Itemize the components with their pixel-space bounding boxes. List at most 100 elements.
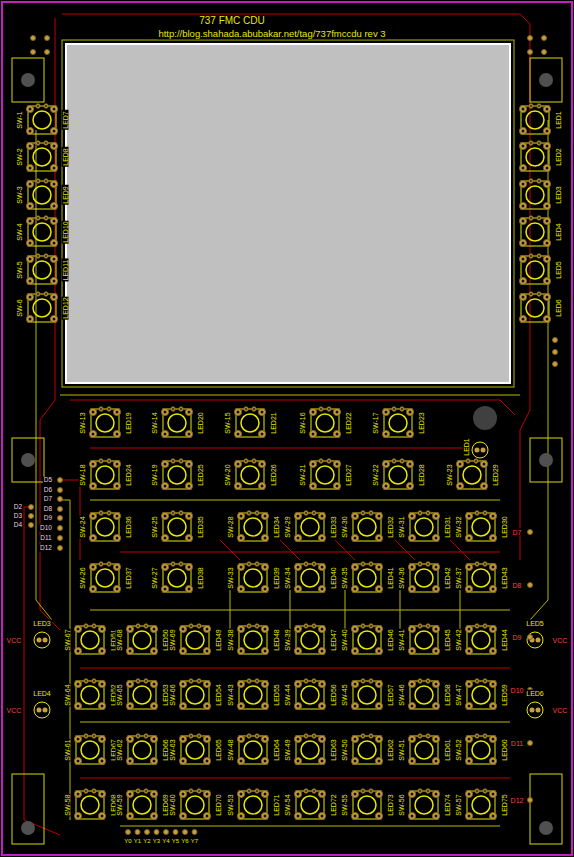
board-title: 737 FMC CDU <box>198 16 266 26</box>
switch-footprint <box>234 459 265 490</box>
led-ref: LED6 <box>525 690 545 697</box>
switch-footprint <box>465 679 496 710</box>
switch-footprint <box>237 562 268 593</box>
pin-name: D9 <box>512 634 523 641</box>
switch-footprint <box>26 292 57 323</box>
led-ref: LED69 <box>162 793 169 816</box>
switch-footprint <box>161 407 192 438</box>
switch-footprint <box>294 789 325 820</box>
switch-footprint <box>351 624 382 655</box>
switch-ref: SW-41 <box>398 628 405 651</box>
led-ref: LED12 <box>62 296 69 319</box>
switch-footprint <box>465 789 496 820</box>
led-ref: LED62 <box>387 738 394 761</box>
pin-name: D3 <box>13 513 23 520</box>
switch-ref: SW-19 <box>151 463 158 486</box>
switch-ref: SW-44 <box>284 683 291 706</box>
switch-footprint <box>294 624 325 655</box>
switch-ref: SW-64 <box>64 683 71 706</box>
switch-ref: SW-26 <box>79 566 86 589</box>
led-ref: LED44 <box>501 628 508 651</box>
switch-footprint <box>309 407 340 438</box>
led-ref: LED27 <box>345 463 352 486</box>
led-ref: LED56 <box>330 683 337 706</box>
led-ref: LED42 <box>444 566 451 589</box>
pin-name: D10 <box>510 687 525 694</box>
led-footprint <box>527 632 543 648</box>
pin-name: D2 <box>13 504 23 511</box>
led-ref: LED7 <box>62 110 69 130</box>
switch-ref: SW-69 <box>169 628 176 651</box>
header-pads <box>31 36 558 367</box>
led-ref: LED21 <box>270 411 277 434</box>
switch-ref: SW-42 <box>455 628 462 651</box>
switch-ref: SW-25 <box>151 515 158 538</box>
led-ref: LED5 <box>525 620 545 627</box>
switch-ref: SW-23 <box>446 463 453 486</box>
switch-ref: SW-38 <box>227 628 234 651</box>
switch-footprint <box>89 407 120 438</box>
switch-footprint <box>294 679 325 710</box>
switch-footprint <box>465 624 496 655</box>
switch-ref: SW-48 <box>227 738 234 761</box>
switch-ref: SW-67 <box>64 628 71 651</box>
led-ref: LED26 <box>270 463 277 486</box>
switch-ref: SW-3 <box>16 185 23 204</box>
switch-ref: SW-68 <box>116 628 123 651</box>
switch-footprint <box>294 511 325 542</box>
switch-ref: SW-43 <box>227 683 234 706</box>
switch-footprint <box>309 459 340 490</box>
pin-name: Y1 <box>133 838 142 844</box>
pin-name: Y0 <box>123 838 132 844</box>
led-ref: LED29 <box>492 463 499 486</box>
pin-name: D8 <box>512 582 523 589</box>
pin-pad <box>58 497 63 502</box>
led-ref: LED5 <box>555 260 562 280</box>
led-ref: LED59 <box>501 683 508 706</box>
switch-ref: SW-54 <box>284 793 291 816</box>
led-ref: LED30 <box>501 515 508 538</box>
switch-ref: SW-37 <box>455 566 462 589</box>
switch-footprint <box>161 511 192 542</box>
switch-ref: SW-51 <box>398 738 405 761</box>
switch-footprint <box>237 734 268 765</box>
switch-ref: SW-52 <box>455 738 462 761</box>
switch-footprint <box>519 254 550 285</box>
pin-pad <box>528 635 533 640</box>
switch-footprint <box>179 789 210 820</box>
led-ref: LED9 <box>62 185 69 205</box>
footprints <box>26 104 550 835</box>
switch-footprint <box>519 179 550 210</box>
led-ref: LED38 <box>197 566 204 589</box>
led-ref: LED55 <box>273 683 280 706</box>
switch-footprint <box>179 734 210 765</box>
switch-ref: SW-57 <box>455 793 462 816</box>
pin-name: Y3 <box>152 838 161 844</box>
switch-footprint <box>26 216 57 247</box>
led-ref: LED41 <box>387 566 394 589</box>
pin-pad <box>528 583 533 588</box>
switch-ref: SW-13 <box>79 411 86 434</box>
led-ref: LED8 <box>62 147 69 167</box>
switch-footprint <box>234 407 265 438</box>
switch-footprint <box>237 679 268 710</box>
led-ref: LED50 <box>162 628 169 651</box>
switch-footprint <box>408 562 439 593</box>
switch-footprint <box>89 562 120 593</box>
switch-ref: SW-53 <box>227 793 234 816</box>
pin-pad <box>58 526 63 531</box>
switch-footprint <box>519 104 550 135</box>
switch-footprint <box>74 789 105 820</box>
switch-ref: SW-5 <box>16 260 23 279</box>
traces <box>24 14 548 835</box>
switch-footprint <box>74 734 105 765</box>
switch-ref: SW-30 <box>341 515 348 538</box>
pin-pad <box>58 478 63 483</box>
led-ref: LED35 <box>197 515 204 538</box>
switch-footprint <box>456 459 487 490</box>
led-ref: LED57 <box>387 683 394 706</box>
led-ref: LED2 <box>555 147 562 167</box>
led-ref: LED37 <box>125 566 132 589</box>
pin-name: D7 <box>512 529 523 536</box>
